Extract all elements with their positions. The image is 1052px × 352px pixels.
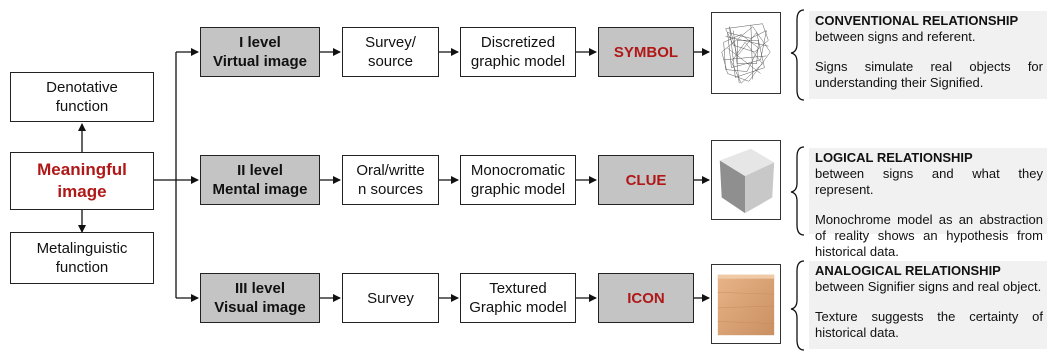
denotative-function-box: Denotative function	[10, 72, 154, 122]
wooden-cube-icon	[711, 264, 781, 344]
level-box-2: II level Mental image	[200, 155, 320, 205]
source-box-1: Survey/ source	[342, 27, 439, 77]
brace-1	[790, 9, 805, 101]
model-box-1: Discretized graphic model	[460, 27, 576, 77]
description-panel-3: ANALOGICAL RELATIONSHIP between Signifie…	[809, 261, 1047, 349]
wireframe-cube-icon	[711, 12, 781, 94]
sign-box-3: ICON	[598, 273, 694, 323]
brace-2	[790, 146, 805, 236]
description-panel-2: LOGICAL RELATIONSHIP between signs and w…	[809, 148, 1047, 259]
description-text-1a: between signs and referent.	[815, 29, 976, 44]
description-text-2a: between signs and what they represent.	[815, 166, 1043, 197]
description-text-1b: Signs simulate real objects for understa…	[815, 59, 1043, 90]
metalinguistic-function-box: Metalinguistic function	[10, 232, 154, 284]
description-text-2b: Monochrome model as an abstraction of re…	[815, 212, 1043, 259]
meaningful-image-box: Meaningful image	[10, 152, 154, 210]
level-box-1: I level Virtual image	[200, 27, 320, 77]
grey-cube-icon	[711, 140, 781, 220]
model-box-2: Monocromatic graphic model	[460, 155, 576, 205]
sign-box-1: SYMBOL	[598, 27, 694, 77]
description-title-1: CONVENTIONAL RELATIONSHIP	[815, 13, 1019, 28]
model-box-3: Textured Graphic model	[460, 273, 576, 323]
source-box-2: Oral/writte n sources	[342, 155, 439, 205]
brace-3	[790, 260, 805, 351]
description-text-3b: Texture suggests the certainty of histor…	[815, 309, 1043, 340]
sign-box-2: CLUE	[598, 155, 694, 205]
description-title-2: LOGICAL RELATIONSHIP	[815, 150, 973, 165]
description-panel-1: CONVENTIONAL RELATIONSHIP between signs …	[809, 11, 1047, 99]
source-box-3: Survey	[342, 273, 439, 323]
description-title-3: ANALOGICAL RELATIONSHIP	[815, 263, 1001, 278]
description-text-3a: between Signifier signs and real object.	[815, 279, 1042, 294]
level-box-3: III level Visual image	[200, 273, 320, 323]
